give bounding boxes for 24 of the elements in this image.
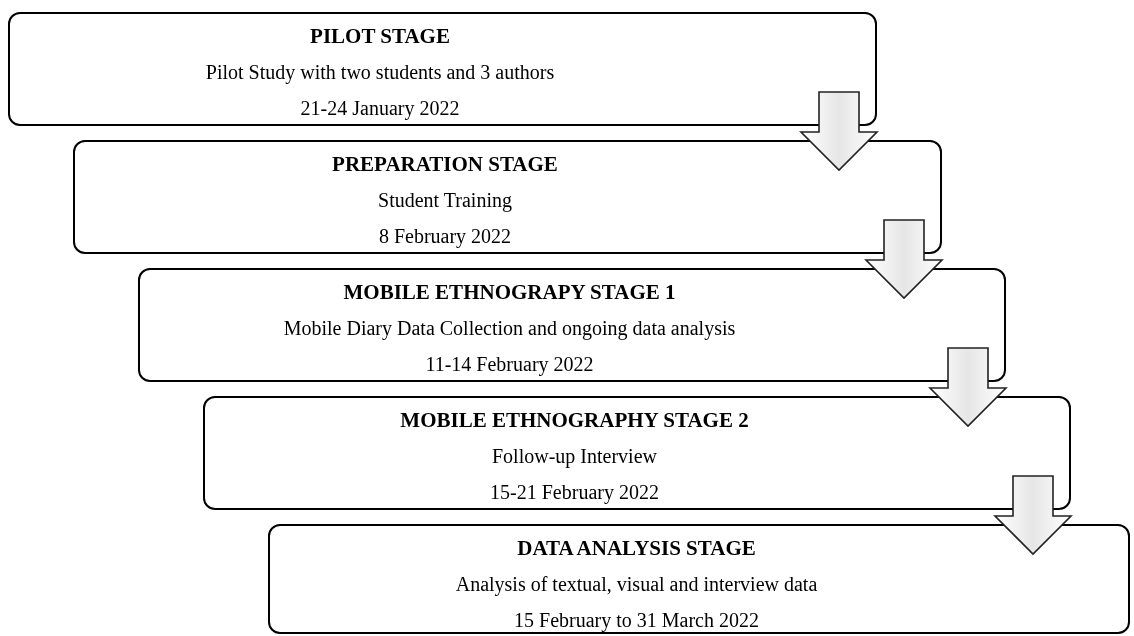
block-arrow <box>928 347 1008 428</box>
stage-title: MOBILE ETHNOGRAPHY STAGE 2 <box>400 407 749 434</box>
stage-title: PREPARATION STAGE <box>332 151 558 178</box>
stage-box <box>268 524 1130 634</box>
stage-description: Follow-up Interview <box>492 444 657 470</box>
stage-description: Analysis of textual, visual and interview data <box>455 572 818 598</box>
stage-description: Pilot Study with two students and 3 authors <box>205 60 555 86</box>
block-arrow <box>864 219 944 300</box>
stage-description: Mobile Diary Data Collection and ongoing data analysis <box>283 316 736 342</box>
block-arrow <box>799 91 879 172</box>
stage-title: MOBILE ETHNOGRAPY STAGE 1 <box>343 279 676 306</box>
block-arrow <box>993 475 1073 556</box>
stage-description: Student Training <box>378 188 512 214</box>
stage-box <box>203 396 1071 510</box>
stage-box <box>73 140 942 254</box>
stage-description: 15 February to 31 March 2022 <box>514 608 759 634</box>
stage-box <box>138 268 1006 382</box>
stage-description: 8 February 2022 <box>378 224 512 250</box>
stage-description: 15-21 February 2022 <box>490 480 659 506</box>
stage-description: 21-24 January 2022 <box>300 96 460 122</box>
stage-box <box>8 12 877 126</box>
stage-title: DATA ANALYSIS STAGE <box>517 535 756 562</box>
stage-description: 11-14 February 2022 <box>425 352 594 378</box>
stage-title: PILOT STAGE <box>310 23 450 50</box>
